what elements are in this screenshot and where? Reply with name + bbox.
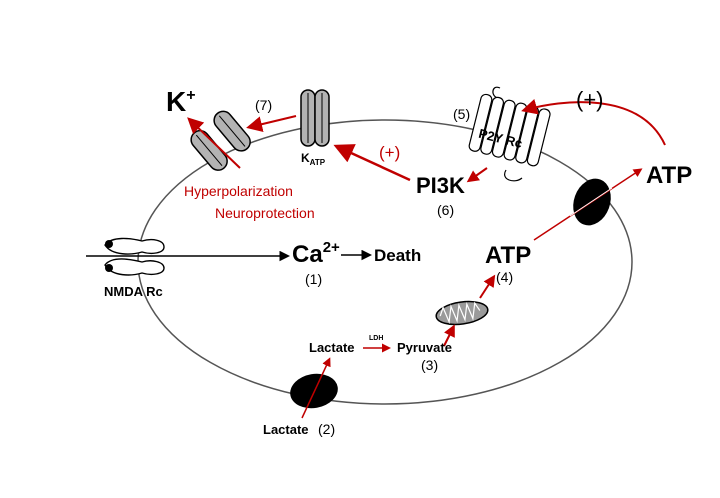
neuroprotection-label: Neuroprotection	[215, 205, 315, 221]
k-efflux-arrow	[187, 117, 241, 169]
atp-to-p2y-arrow	[521, 99, 666, 146]
nmda-receptor-icon	[104, 237, 165, 276]
p2y-to-pi3k-arrow	[466, 167, 488, 183]
atp-release-arrow-core	[569, 187, 613, 217]
k-ion-label: K+	[166, 86, 196, 117]
lactate-outside-label: Lactate	[263, 422, 309, 437]
lactate-uptake-arrow	[301, 357, 331, 419]
p2y-receptor-icon	[468, 86, 551, 182]
hyperpolarization-label: Hyperpolarization	[184, 183, 293, 199]
mito-to-atp-arrow	[479, 274, 496, 299]
step-7-label: (7)	[255, 97, 272, 113]
lactate-inside-label: Lactate	[309, 340, 355, 355]
death-label: Death	[374, 246, 421, 265]
step-1-label: (1)	[305, 271, 322, 287]
katp-channel-icon	[300, 89, 330, 147]
pyruvate-to-mito-arrow	[443, 324, 455, 347]
plus-atp-label: (+)	[576, 87, 604, 112]
pyruvate-label: Pyruvate	[397, 340, 452, 355]
step-6-label: (6)	[437, 202, 454, 218]
ldh-label: LDH	[369, 335, 383, 342]
katp-label: KATP	[301, 151, 326, 167]
katp-to-k-channel-arrow	[246, 115, 297, 132]
step-4-label: (4)	[496, 269, 513, 285]
ca-ion-label: Ca2+	[292, 239, 340, 268]
atp-inside-label: ATP	[485, 242, 531, 269]
pi3k-to-katp-arrow	[333, 144, 411, 182]
plus-katp-label: (+)	[379, 143, 400, 162]
pi3k-label: PI3K	[416, 173, 465, 198]
step-3-label: (3)	[421, 357, 438, 373]
step-2-label: (2)	[318, 421, 335, 437]
atp-outside-label: ATP	[646, 162, 692, 189]
k-channel-icon	[190, 110, 251, 171]
step-5-label: (5)	[453, 106, 470, 122]
mitochondrion-icon	[435, 300, 489, 326]
nmda-rc-label: NMDA Rc	[104, 284, 163, 299]
